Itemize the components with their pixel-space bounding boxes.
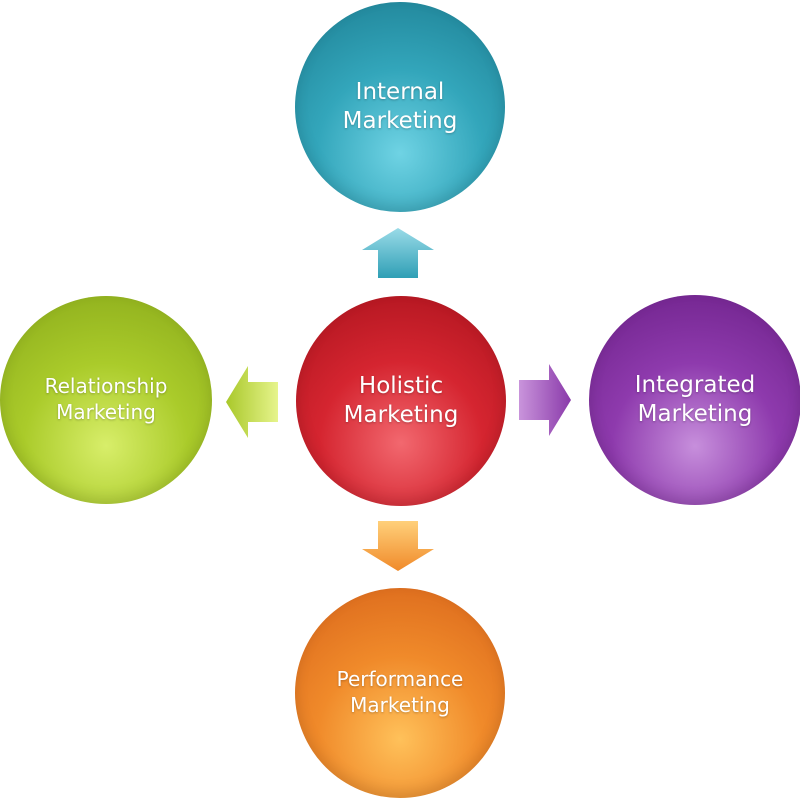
node-label-line2: Marketing: [350, 693, 450, 717]
node-label-line2: Marketing: [56, 400, 156, 424]
integrated-marketing-node: Integrated Marketing: [589, 295, 800, 505]
holistic-marketing-node: Holistic Marketing: [296, 296, 506, 506]
arrow-down-icon: [362, 521, 434, 571]
relationship-marketing-node: Relationship Marketing: [0, 296, 212, 504]
arrow-right-icon: [519, 364, 571, 436]
node-label-line2: Marketing: [342, 108, 458, 134]
node-label-line1: Internal: [355, 78, 445, 105]
node-label-line2: Marketing: [637, 401, 753, 427]
node-label-line1: Holistic: [358, 372, 444, 399]
node-label-line2: Marketing: [343, 402, 459, 428]
internal-marketing-node: Internal Marketing: [295, 2, 505, 212]
node-label-line1: Performance: [336, 667, 464, 692]
performance-marketing-node: Performance Marketing: [295, 588, 505, 798]
arrow-up-icon: [362, 228, 434, 278]
node-label-line1: Relationship: [44, 374, 168, 399]
arrow-left-icon: [226, 366, 278, 438]
node-label-line1: Integrated: [634, 371, 756, 398]
